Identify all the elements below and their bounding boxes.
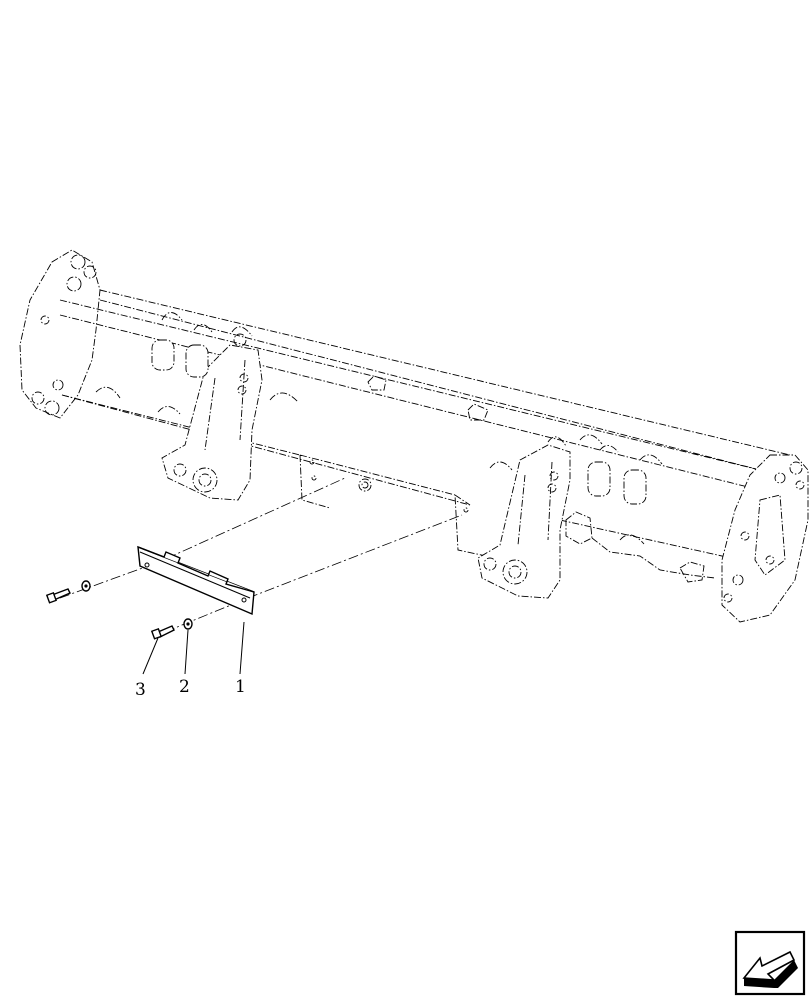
bolt-hole [31,391,45,405]
cover-plate [137,545,255,616]
alignment-lines [59,477,463,633]
leader-3 [142,637,159,675]
bolt-hole [44,400,60,416]
boss [587,461,611,497]
bolt-hole [83,265,97,279]
callout-2: 2 [179,677,190,697]
boss [151,339,175,371]
item-3-bolts [45,588,175,640]
callout-leaders [142,621,245,675]
center-housing [299,454,506,561]
bolt-hole [66,276,82,292]
item-2-washers [81,580,193,630]
left-flange-plate [19,249,101,419]
main-beam [59,299,761,506]
boss [185,344,209,378]
next-page-arrow-icon[interactable] [734,930,806,996]
bolt-hole [52,379,64,391]
right-arm-bracket [477,444,571,599]
right-flange-plate [721,454,809,623]
callout-3: 3 [135,680,146,700]
cover-plate-top-edge [137,546,255,593]
bolt-hole [40,315,50,325]
left-arm-bracket [161,344,263,501]
boss [623,469,647,505]
item-1-cover-plate [137,545,255,616]
axle-frame-assembly [19,249,809,623]
leader-1 [239,621,245,675]
leader-2 [184,629,189,675]
bolt-hole [70,254,86,270]
callout-1: 1 [235,677,246,697]
